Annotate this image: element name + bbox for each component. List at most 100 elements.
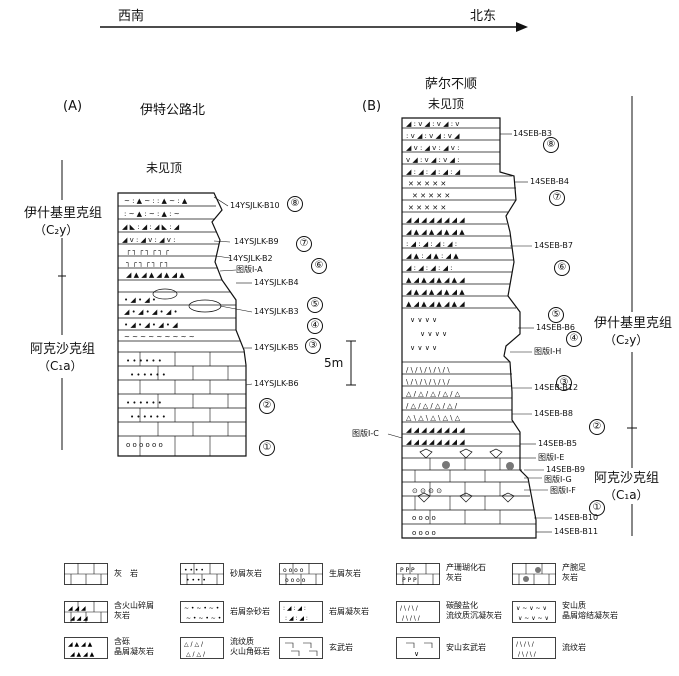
sample-a-b6: 14YSJLK-B6 <box>254 379 299 388</box>
svg-text:◢ ◢ ◢ ◢ ◢ ◢ ◢ ◢: ◢ ◢ ◢ ◢ ◢ ◢ ◢ ◢ <box>406 438 465 446</box>
legend-label: 含砾晶屑凝灰岩 <box>114 637 154 656</box>
legend-label: 生屑灰岩 <box>329 569 361 578</box>
legend-swatch: △ / △ / △ / △ / <box>180 637 224 659</box>
legend-label: 砂屑灰岩 <box>230 569 262 578</box>
svg-text:◢ ▲ ◢ ▲ ◢ ▲ ◢ ▲: ◢ ▲ ◢ ▲ ◢ ▲ ◢ ▲ <box>126 271 185 279</box>
svg-text:∨ ~ ∨ ~ ∨: ∨ ~ ∨ ~ ∨ <box>518 615 549 622</box>
formation-lower-a-code: （C₁a） <box>38 359 83 373</box>
svg-text:◢ ▲ ◢ ▲: ◢ ▲ ◢ ▲ <box>68 641 93 648</box>
svg-text:/ △ / △ / △ / △ /: / △ / △ / △ / △ / <box>406 402 458 410</box>
svg-text:v ◢ : v ◢ : v ◢ :: v ◢ : v ◢ : v ◢ : <box>406 156 459 164</box>
bed-a-5: ⑤ <box>307 297 323 313</box>
legend-item: / \ / \ // \ / \ /碳酸盐化流纹质沉凝灰岩 <box>396 601 506 623</box>
legend-swatch: ~ • ~ • ~ •~ • ~ • ~ • <box>180 601 224 623</box>
svg-text:• • • •: • • • • <box>186 577 206 584</box>
legend-item: ~ • ~ • ~ •~ • ~ • ~ • 岩屑杂砂岩 <box>180 601 290 623</box>
bed-a-4: ④ <box>307 318 323 334</box>
direction-arrow <box>100 22 528 32</box>
svg-text:~ : ▲ ~ : : ▲ ~ : ▲: ~ : ▲ ~ : : ▲ ~ : ▲ <box>124 197 188 205</box>
svg-text:◢ v : ◢ v : ◢ v :: ◢ v : ◢ v : ◢ v : <box>122 236 175 244</box>
svg-text:o o o o: o o o o <box>283 567 304 574</box>
legend-label: 灰 岩 <box>114 569 138 578</box>
svg-text:✕ ✕ ✕ ✕ ✕: ✕ ✕ ✕ ✕ ✕ <box>408 180 446 188</box>
formation-upper-b-code: （C₂y） <box>604 333 649 347</box>
legend-item: △ / △ / △ / △ / 流纹质火山角砾岩 <box>180 637 290 659</box>
svg-text:◢ ▲ : ◢ ▲ : ◢ ▲: ◢ ▲ : ◢ ▲ : ◢ ▲ <box>406 252 459 260</box>
svg-text:/ \ / \ /: / \ / \ / <box>402 615 421 622</box>
legend-item: 玄武岩 <box>279 637 389 659</box>
bed-b-3: ③ <box>556 375 572 391</box>
svg-text:◢ • ◢ • ◢ • ◢ •: ◢ • ◢ • ◢ • ◢ • <box>124 308 178 316</box>
plate-b-ih: 图版I-H <box>534 347 562 356</box>
legend-swatch: • • • • • • • • <box>180 563 224 585</box>
sample-b-b8: 14SEB-B8 <box>534 409 573 418</box>
plate-b-ie: 图版I-E <box>538 453 565 462</box>
sample-b-b11: 14SEB-B11 <box>554 527 599 536</box>
svg-text:• • • •: • • • • <box>184 567 204 574</box>
svg-text:△ \ △ \ △ \ △ \ △: △ \ △ \ △ \ △ \ △ <box>406 414 461 422</box>
svg-text:△ / △ /: △ / △ / <box>186 651 206 658</box>
svg-text:✕ ✕ ✕ ✕ ✕: ✕ ✕ ✕ ✕ ✕ <box>412 192 450 200</box>
legend-swatch <box>279 637 323 659</box>
plate-b-if: 图版I-F <box>550 486 576 495</box>
svg-text:• ◢ • ◢ • ◢ • ◢: • ◢ • ◢ • ◢ • ◢ <box>124 321 178 329</box>
svg-text:⊙ ⊙ ⊙ ⊙: ⊙ ⊙ ⊙ ⊙ <box>412 487 442 495</box>
svg-text:: ~ ▲ : ~ : ▲ : ~: : ~ ▲ : ~ : ▲ : ~ <box>124 210 180 218</box>
legend-swatch <box>512 563 556 585</box>
svg-text:o o o o o o: o o o o o o <box>126 441 163 449</box>
sample-a-b4: 14YSJLK-B4 <box>254 278 299 287</box>
svg-text:◢ ◢ ◢ ◢ ◢ ◢ ◢ ◢: ◢ ◢ ◢ ◢ ◢ ◢ ◢ ◢ <box>406 426 465 434</box>
legend-item: ∨ ~ ∨ ~ ∨∨ ~ ∨ ~ ∨ 安山质晶屑熔结凝灰岩 <box>512 601 622 623</box>
svg-text:◢ v : ◢ v : ◢ v :: ◢ v : ◢ v : ◢ v : <box>406 144 459 152</box>
location-a-label: 伊特公路北 <box>140 103 206 118</box>
svg-text:• • • • • •: • • • • • • <box>126 357 162 365</box>
direction-southwest-label: 西南 <box>118 9 145 24</box>
bed-a-8: ⑧ <box>287 196 303 212</box>
svg-text:/ \ / \ /: / \ / \ / <box>400 605 419 612</box>
svg-text:∨ ∨ ∨ ∨: ∨ ∨ ∨ ∨ <box>420 330 447 338</box>
sample-b-b3: 14SEB-B3 <box>513 129 552 138</box>
svg-text:P P P: P P P <box>402 577 417 584</box>
svg-text:◢ ▲ ◢ ▲: ◢ ▲ ◢ ▲ <box>70 651 95 658</box>
legend-swatch: o o o o o o o o <box>279 563 323 585</box>
legend-label: 流纹质火山角砾岩 <box>230 637 270 656</box>
legend-label: 产珊瑚化石灰岩 <box>446 563 486 582</box>
legend-label: 岩屑杂砂岩 <box>230 607 270 616</box>
svg-text:△ / △ / △ / △ / △: △ / △ / △ / △ / △ <box>406 390 461 398</box>
legend-swatch: ∨ ~ ∨ ~ ∨∨ ~ ∨ ~ ∨ <box>512 601 556 623</box>
svg-text:▲ ◢ ▲ ◢ ▲ ◢ ▲ ◢: ▲ ◢ ▲ ◢ ▲ ◢ ▲ ◢ <box>406 276 465 284</box>
formation-upper-a: 伊什基里克组 <box>24 206 103 221</box>
svg-text:△ / △ /: △ / △ / <box>184 641 204 648</box>
direction-northeast-label: 北东 <box>470 9 497 24</box>
legend-swatch: ◢ ▲ ◢ ▲ ◢ ▲ ◢ ▲ <box>64 637 108 659</box>
bed-b-7: ⑦ <box>549 190 565 206</box>
svg-text:┐ ┌ ┐ ┌ ┐ ┌ ┐: ┐ ┌ ┐ ┌ ┐ ┌ ┐ <box>126 259 169 267</box>
legend-swatch: : ◢ : ◢ :: ◢ : ◢ : <box>279 601 323 623</box>
svg-text:o o o o: o o o o <box>285 577 306 584</box>
formation-lower-b: 阿克沙克组 <box>594 471 660 486</box>
svg-text:: ◢ : ◢ :: : ◢ : ◢ : <box>283 605 306 612</box>
sample-b-b7: 14SEB-B7 <box>534 241 573 250</box>
svg-text:◢ ▲ ◢ ▲ ◢ ▲ ◢ ▲: ◢ ▲ ◢ ▲ ◢ ▲ ◢ ▲ <box>406 288 465 296</box>
svg-text:∨ ∨ ∨ ∨: ∨ ∨ ∨ ∨ <box>410 316 437 324</box>
legend-label: 产腕足灰岩 <box>562 563 586 582</box>
sample-b-b9: 14SEB-B9 <box>546 465 585 474</box>
svg-text:◢ ▲ ◢ ▲ ◢ ▲ ◢ ▲: ◢ ▲ ◢ ▲ ◢ ▲ ◢ ▲ <box>406 228 465 236</box>
svg-text:• • • • • •: • • • • • • <box>126 399 162 407</box>
sample-b-b12: 14SEB-B12 <box>534 383 579 392</box>
legend-item: ∨安山玄武岩 <box>396 637 506 659</box>
location-b-label: 萨尔不顺 <box>425 77 478 92</box>
svg-text:▲ ◢ ▲ ◢ ▲ ◢ ▲ ◢: ▲ ◢ ▲ ◢ ▲ ◢ ▲ ◢ <box>406 300 465 308</box>
svg-text:~ ~ ~ ~ ~ ~ ~ ~ ~: ~ ~ ~ ~ ~ ~ ~ ~ ~ <box>124 333 195 341</box>
legend-label: 玄武岩 <box>329 643 353 652</box>
legend-swatch: ◢ ◢ ◢◢ ◢ ◢ <box>64 601 108 623</box>
bed-a-3: ③ <box>305 338 321 354</box>
plate-a-ia: 图版I-A <box>236 265 263 274</box>
legend-item: / \ / \ // \ / \ /流纹岩 <box>512 637 622 659</box>
legend-swatch: ∨ <box>396 637 440 659</box>
bed-a-2: ② <box>259 398 275 414</box>
legend-label: 安山质晶屑熔结凝灰岩 <box>562 601 618 620</box>
